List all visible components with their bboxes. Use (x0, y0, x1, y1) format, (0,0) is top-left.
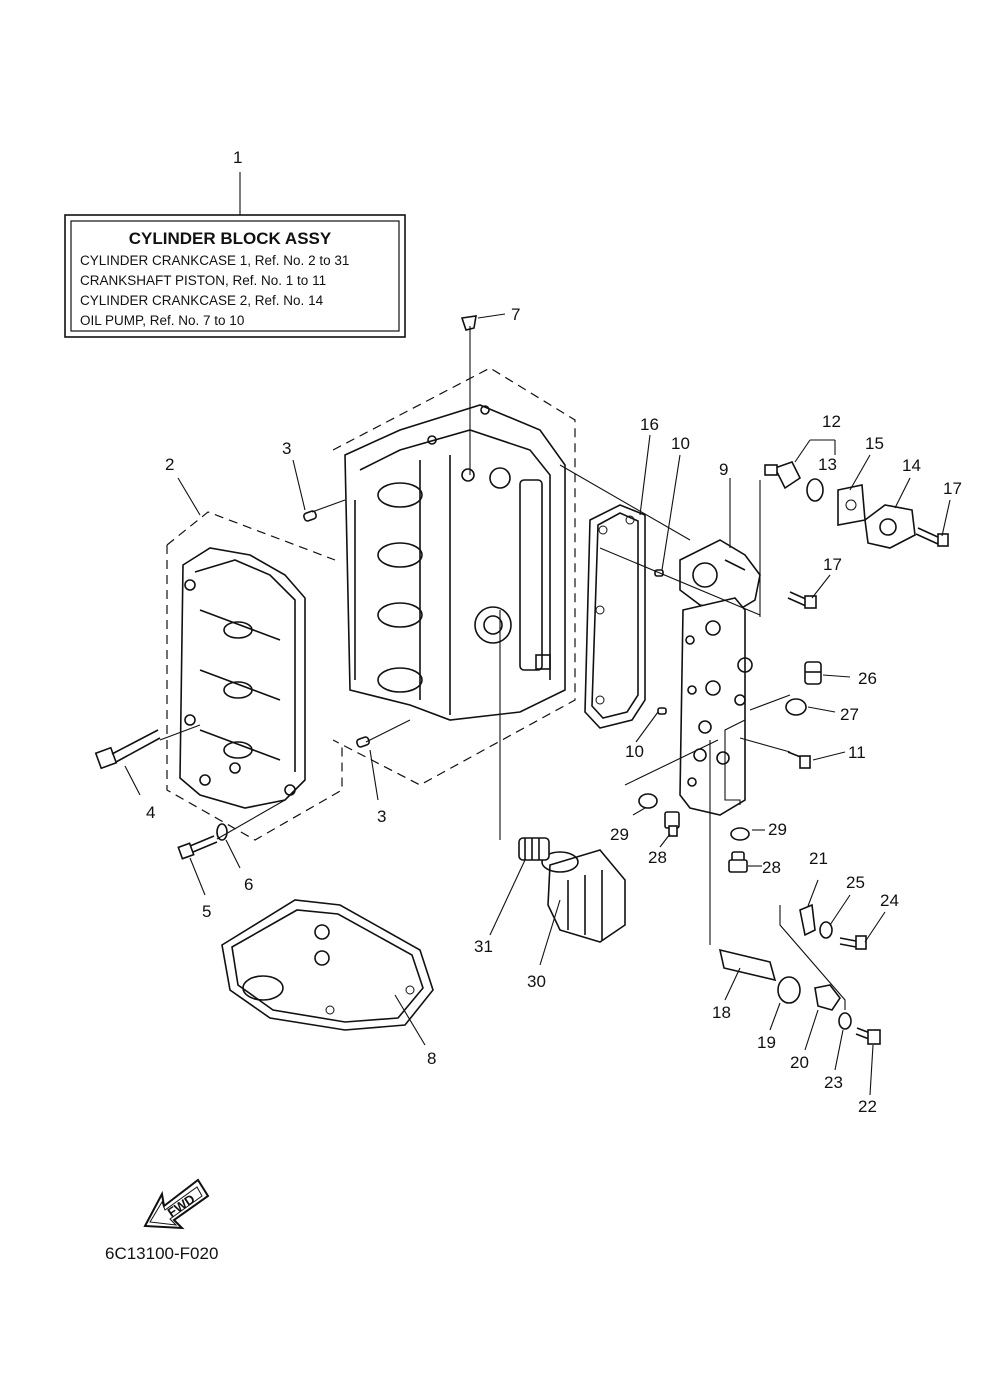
tube-part (718, 948, 777, 982)
callout-7: 7 (511, 305, 520, 324)
oil-pump-part (679, 539, 761, 613)
bolt-part (177, 835, 218, 860)
callout-6: 6 (244, 875, 253, 894)
callout-15: 15 (865, 434, 884, 453)
callout-24: 24 (880, 891, 899, 910)
pin-part (657, 707, 667, 715)
callout-19: 19 (757, 1033, 776, 1052)
drain-plug-part (664, 811, 680, 837)
callout-30: 30 (527, 972, 546, 991)
callout-5: 5 (202, 902, 211, 921)
gasket-part (584, 504, 646, 729)
oil-pan-plate-part (221, 899, 434, 1031)
callout-3: 3 (377, 807, 386, 826)
callout-1: 1 (233, 148, 242, 167)
callout-9: 9 (719, 460, 728, 479)
bolt-part (94, 729, 161, 770)
leader-lines (124, 313, 951, 1096)
sensor-part (764, 461, 802, 490)
washer-part (838, 1012, 852, 1030)
assembly-title-line: CYLINDER CRANKCASE 1, Ref. No. 2 to 31 (80, 253, 349, 268)
crankcase-cover-part (179, 547, 306, 809)
thermostat-cover-part (864, 504, 916, 549)
dowel-pin-part (356, 736, 370, 748)
washer-part (819, 921, 833, 939)
callout-31: 31 (474, 937, 493, 956)
washer-part (216, 823, 228, 841)
bolt-part (787, 751, 811, 769)
callout-22: 22 (858, 1097, 877, 1116)
bracket-part (799, 903, 816, 937)
callout-8: 8 (427, 1049, 436, 1068)
washer-part (730, 827, 750, 841)
washer-part (638, 793, 658, 809)
callout-3: 3 (282, 439, 291, 458)
assembly-title-line: CRANKSHAFT PISTON, Ref. No. 1 to 11 (80, 273, 326, 288)
grommet-part (777, 976, 801, 1004)
callout-4: 4 (146, 803, 155, 822)
cylinder-block-part (344, 404, 566, 721)
bolt-part (839, 935, 867, 950)
dowel-pin-part (303, 510, 317, 522)
callout-26: 26 (858, 669, 877, 688)
side-cover-plate-part (679, 597, 753, 816)
callout-2: 2 (165, 455, 174, 474)
callout-10: 10 (625, 742, 644, 761)
callout-28: 28 (648, 848, 667, 867)
callout-18: 18 (712, 1003, 731, 1022)
assembly-title-heading: CYLINDER BLOCK ASSY (129, 229, 332, 248)
assembly-outline-crankcase (166, 511, 343, 841)
plug-part (804, 661, 822, 685)
gasket-small-part (837, 484, 866, 526)
callout-10: 10 (671, 434, 690, 453)
diagram-code: 6C13100-F020 (105, 1244, 218, 1263)
assembly-title-box: CYLINDER BLOCK ASSY CYLINDER CRANKCASE 1… (64, 172, 406, 338)
callout-13: 13 (818, 455, 837, 474)
callout-23: 23 (824, 1073, 843, 1092)
callout-labels: 1 2 3 3 4 5 6 7 8 9 10 10 11 12 13 14 15… (146, 148, 962, 1116)
assembly-title-line: OIL PUMP, Ref. No. 7 to 10 (80, 313, 244, 328)
callout-17: 17 (823, 555, 842, 574)
callout-29: 29 (610, 825, 629, 844)
callout-21: 21 (809, 849, 828, 868)
callout-28: 28 (762, 858, 781, 877)
bolt-part (787, 591, 817, 609)
callout-25: 25 (846, 873, 865, 892)
callout-27: 27 (840, 705, 859, 724)
callout-29: 29 (768, 820, 787, 839)
o-ring-part (806, 478, 824, 502)
callout-11: 11 (848, 743, 866, 762)
callout-14: 14 (902, 456, 921, 475)
oil-filter-fitting-part (518, 837, 550, 861)
callout-17: 17 (943, 479, 962, 498)
fwd-arrow-icon: FWD (143, 1178, 210, 1230)
callout-20: 20 (790, 1053, 809, 1072)
bolt-part (915, 527, 949, 547)
bracket-part (814, 984, 841, 1011)
oil-filter-part (541, 849, 626, 943)
plug-part (460, 315, 477, 331)
o-ring-part (785, 698, 807, 716)
bolt-part (855, 1027, 881, 1045)
drain-plug-part (728, 851, 748, 873)
callout-12: 12 (822, 412, 841, 431)
assembly-title-line: CYLINDER CRANKCASE 2, Ref. No. 14 (80, 293, 324, 308)
callout-16: 16 (640, 415, 659, 434)
